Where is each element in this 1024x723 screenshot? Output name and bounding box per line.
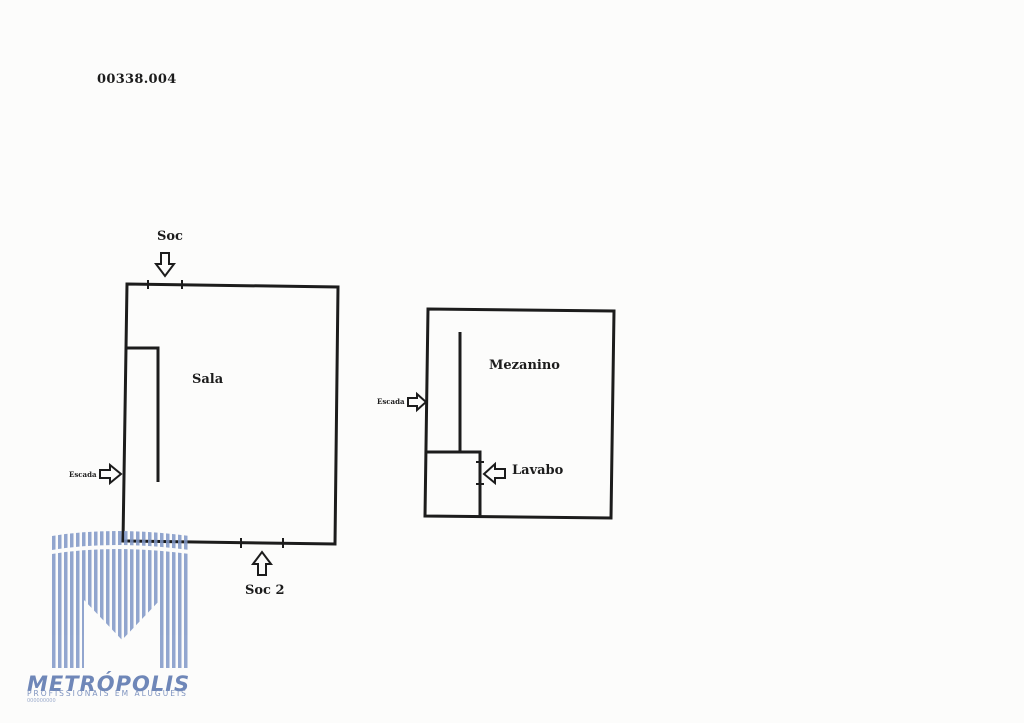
brand-name: METRÓPOLIS <box>27 672 191 696</box>
sala-label: Sala <box>192 372 224 387</box>
mezanino-walls <box>423 307 616 520</box>
arrow-soc2-icon <box>251 550 273 576</box>
brand-small-text: 000000000 <box>27 698 56 704</box>
arrow-escada-right-icon <box>407 391 428 413</box>
escada-label-left: Escada <box>69 470 97 479</box>
escada-partition <box>127 346 160 482</box>
mezanino-label: Mezanino <box>489 358 560 373</box>
plan-right <box>407 307 616 520</box>
plan-left <box>99 252 340 576</box>
brand-tagline: PROFISSIONAIS EM ALUGUEIS <box>27 689 188 698</box>
arrow-lavabo-icon <box>482 461 506 486</box>
escada-label-right: Escada <box>377 397 405 406</box>
soc2-label: Soc 2 <box>245 583 285 598</box>
arrow-escada-icon <box>99 462 123 486</box>
document-code: 00338.004 <box>97 72 177 87</box>
arrow-soc-icon <box>154 252 176 278</box>
lavabo-walls <box>427 450 482 516</box>
metropolis-logo-icon <box>52 531 190 668</box>
soc-label: Soc <box>157 229 183 244</box>
sala-walls <box>121 282 340 546</box>
lavabo-label: Lavabo <box>512 463 564 478</box>
